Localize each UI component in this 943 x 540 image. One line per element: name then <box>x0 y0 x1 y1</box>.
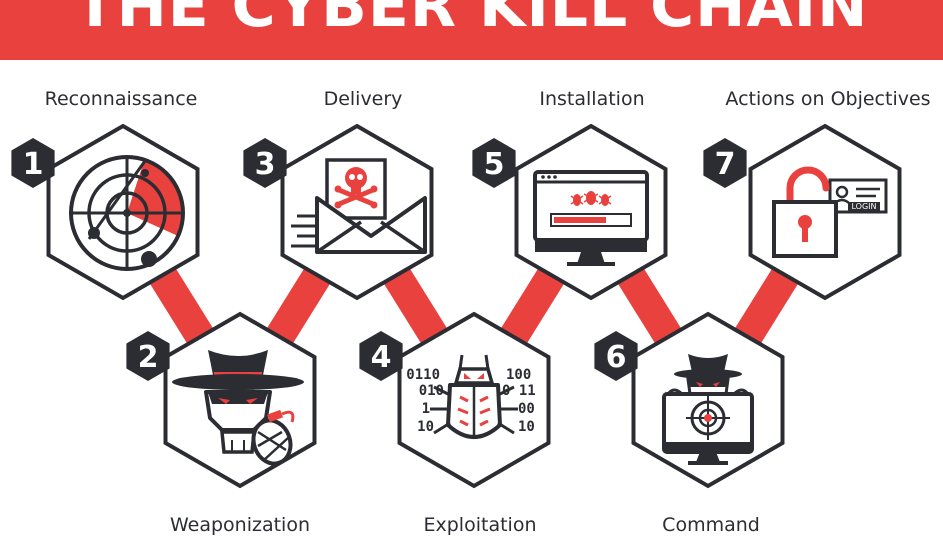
stage-label-1: Reconnaissance <box>45 88 198 110</box>
hacker-with-grenade-icon <box>172 350 304 466</box>
monitor-install-icon <box>533 170 649 266</box>
bug-with-binary-icon: 0110 010 1 10 100 0 11 00 10 <box>406 354 536 439</box>
binary-text-8: 10 <box>518 419 535 435</box>
binary-text-5: 100 <box>506 367 531 383</box>
hacker-target-monitor-icon <box>662 354 754 465</box>
badge-5: 5 <box>472 138 516 188</box>
badge-1: 1 <box>11 138 55 188</box>
stage-number-3: 3 <box>255 147 276 182</box>
binary-text-3: 1 <box>422 401 430 417</box>
stage-number-5: 5 <box>484 147 505 182</box>
stage-number-6: 6 <box>606 340 627 375</box>
stage-label-5: Installation <box>539 88 644 110</box>
binary-text-4: 10 <box>417 419 434 435</box>
radar-icon <box>69 155 185 271</box>
login-text: LOGIN <box>851 202 876 211</box>
stage-label-3: Delivery <box>324 88 403 110</box>
badge-6: 6 <box>594 331 638 381</box>
badge-7: 7 <box>703 138 747 188</box>
title-banner: THE CYBER KILL CHAIN <box>0 0 943 60</box>
stage-number-2: 2 <box>138 340 159 375</box>
page-title: THE CYBER KILL CHAIN <box>74 0 869 41</box>
stage-label-4: Exploitation <box>424 514 537 536</box>
stage-label-2: Weaponization <box>170 514 310 536</box>
binary-text-6: 0 11 <box>502 383 536 399</box>
badge-2: 2 <box>126 331 170 381</box>
stage-label-7: Actions on Objectives <box>725 88 930 110</box>
binary-text-1: 0110 <box>406 367 440 383</box>
binary-text-7: 00 <box>518 401 535 417</box>
stage-label-6: Command <box>662 514 760 536</box>
badge-4: 4 <box>359 331 403 381</box>
malicious-envelope-icon <box>291 158 427 254</box>
stage-number-7: 7 <box>715 147 736 182</box>
padlock-login-icon: LOGIN <box>772 166 888 258</box>
number-badges: 1 2 3 4 5 6 7 <box>11 138 747 381</box>
stage-labels: Reconnaissance Delivery Installation Act… <box>45 88 931 536</box>
stage-number-1: 1 <box>23 147 44 182</box>
binary-text-2: 010 <box>419 383 444 399</box>
stage-number-4: 4 <box>371 340 392 375</box>
badge-3: 3 <box>243 138 287 188</box>
